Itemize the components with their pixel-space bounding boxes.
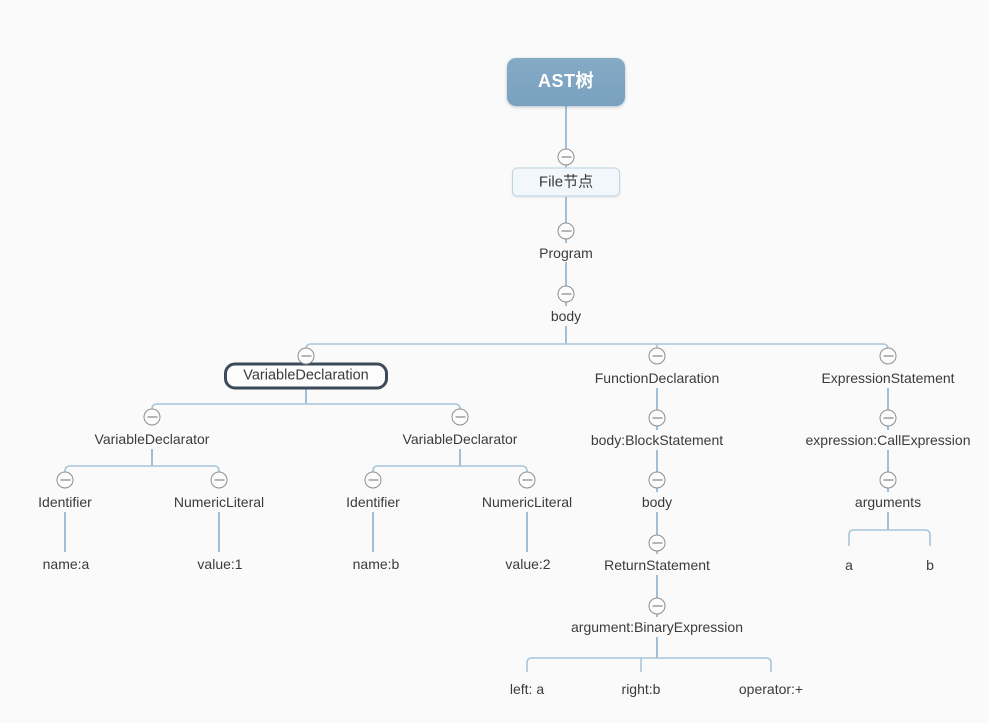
tree-node-ident2[interactable]: Identifier [346, 494, 400, 510]
connector-line [372, 465, 528, 481]
collapse-minus-icon[interactable] [557, 148, 575, 166]
tree-node-root[interactable]: AST树 [507, 58, 625, 106]
tree-node-exprcall[interactable]: expression:CallExpression [805, 432, 971, 448]
tree-node-bodyblock[interactable]: body:BlockStatement [590, 432, 724, 448]
collapse-minus-icon[interactable] [518, 471, 536, 489]
connector-line [305, 343, 889, 357]
tree-node-exprstmt[interactable]: ExpressionStatement [821, 370, 955, 386]
collapse-minus-icon[interactable] [297, 347, 315, 365]
collapse-minus-icon[interactable] [648, 409, 666, 427]
collapse-minus-icon[interactable] [451, 408, 469, 426]
collapse-minus-icon[interactable] [879, 409, 897, 427]
tree-node-rightb[interactable]: right:b [621, 681, 661, 697]
tree-node-body1[interactable]: body [550, 308, 582, 324]
collapse-minus-icon[interactable] [557, 285, 575, 303]
tree-node-opplus[interactable]: operator:+ [738, 681, 804, 697]
connector-line [848, 529, 931, 546]
tree-node-args[interactable]: arguments [854, 494, 922, 510]
tree-node-argbin[interactable]: argument:BinaryExpression [571, 619, 743, 635]
tree-node-lefta[interactable]: left: a [509, 681, 545, 697]
collapse-minus-icon[interactable] [648, 597, 666, 615]
tree-node-numlit1[interactable]: NumericLiteral [173, 494, 265, 510]
collapse-minus-icon[interactable] [648, 347, 666, 365]
collapse-minus-icon[interactable] [879, 347, 897, 365]
tree-node-nameb[interactable]: name:b [352, 556, 400, 572]
collapse-minus-icon[interactable] [364, 471, 382, 489]
tree-node-ident1[interactable]: Identifier [38, 494, 92, 510]
tree-node-namea[interactable]: name:a [42, 556, 90, 572]
tree-node-funcdecl[interactable]: FunctionDeclaration [594, 370, 720, 386]
collapse-minus-icon[interactable] [210, 471, 228, 489]
collapse-minus-icon[interactable] [879, 471, 897, 489]
tree-node-retstmt[interactable]: ReturnStatement [604, 557, 710, 573]
tree-node-value2[interactable]: value:2 [505, 556, 551, 572]
collapse-minus-icon[interactable] [648, 471, 666, 489]
tree-node-value1[interactable]: value:1 [197, 556, 243, 572]
collapse-minus-icon[interactable] [648, 534, 666, 552]
connector-line [64, 465, 220, 481]
tree-node-vardecl[interactable]: VariableDeclaration [224, 362, 388, 390]
tree-node-program[interactable]: Program [539, 245, 593, 261]
collapse-minus-icon[interactable] [557, 222, 575, 240]
tree-node-numlit2[interactable]: NumericLiteral [481, 494, 573, 510]
collapse-minus-icon[interactable] [56, 471, 74, 489]
connector-line [526, 657, 772, 672]
tree-node-file[interactable]: File节点 [512, 167, 620, 197]
tree-node-body2[interactable]: body [641, 494, 673, 510]
tree-node-argb[interactable]: b [926, 557, 934, 573]
tree-node-vardtor2[interactable]: VariableDeclarator [402, 431, 518, 447]
connector-line [151, 403, 461, 418]
tree-node-vardtor1[interactable]: VariableDeclarator [94, 431, 210, 447]
tree-node-arga[interactable]: a [845, 557, 853, 573]
collapse-minus-icon[interactable] [143, 408, 161, 426]
